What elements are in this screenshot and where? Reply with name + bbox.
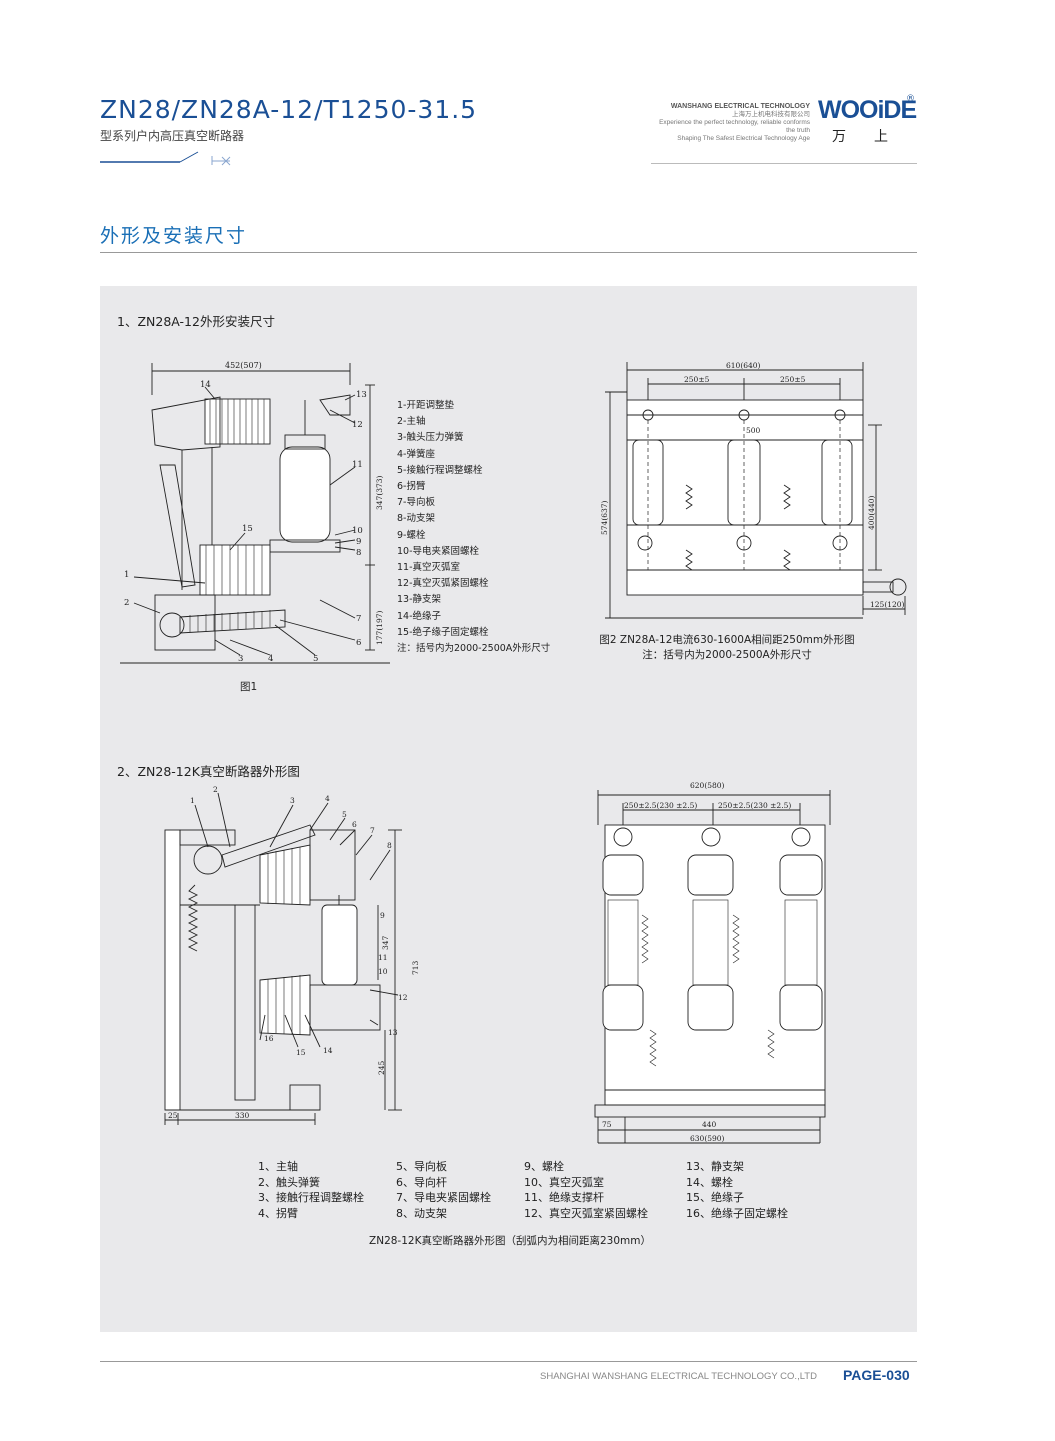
svg-text:12: 12: [352, 420, 363, 430]
fig-caption-part2: ZN28-12K真空断路器外形图（刮弧内为相间距离230mm）: [369, 1235, 651, 1247]
svg-text:15: 15: [296, 1048, 306, 1057]
title-underline: [100, 151, 231, 166]
figure1-side-view: 1 2 3 4 5 6 7 8 9 10 11 12 13 14 15 452(…: [120, 361, 390, 664]
svg-text:6: 6: [352, 820, 357, 829]
svg-text:16: 16: [264, 1034, 274, 1043]
fig1-dim-h1: 347(373): [375, 475, 384, 510]
svg-text:9: 9: [356, 537, 361, 547]
svg-text:2: 2: [124, 598, 129, 608]
fig1-dim-width: 452(507): [225, 361, 262, 370]
svg-text:7: 7: [370, 826, 375, 835]
part1-heading: 1、ZN28A-12外形安装尺寸: [117, 314, 275, 329]
section-title: 外形及安装尺寸: [100, 225, 248, 247]
svg-text:6: 6: [356, 638, 361, 648]
svg-text:12: 12: [398, 993, 408, 1002]
svg-text:11: 11: [378, 953, 388, 962]
footer-company: SHANGHAI WANSHANG ELECTRICAL TECHNOLOGY …: [540, 1371, 817, 1382]
figure2-front-view: 610(640) 250±5 250±5 500 125(120) 574(63…: [600, 361, 907, 619]
svg-text:1: 1: [124, 570, 129, 580]
svg-text:13: 13: [388, 1028, 398, 1037]
svg-text:11: 11: [352, 460, 363, 470]
fig4-dim-pitch-left: 250±2.5(230 ±2.5): [624, 801, 697, 810]
part2-heading: 2、ZN28-12K真空断路器外形图: [117, 764, 300, 779]
fig2-dim-pitch-right: 250±5: [780, 375, 806, 384]
svg-text:5: 5: [313, 654, 318, 664]
svg-text:3: 3: [238, 654, 243, 664]
fig3-dim-h3: 245: [377, 1060, 386, 1075]
fig1-label: 图1: [240, 681, 258, 693]
fig3-dim-h2: 713: [411, 960, 420, 975]
product-title: ZN28/ZN28A-12/T1250-31.5: [100, 95, 478, 124]
fig3-dim-w2: 330: [235, 1111, 250, 1120]
fig4-dim-pitch-right: 250±2.5(230 ±2.5): [718, 801, 791, 810]
product-subtitle: 型系列户内高压真空断路器: [100, 129, 245, 143]
brand-tagline: WANSHANG ELECTRICAL TECHNOLOGY 上海万上机电科技有…: [659, 103, 810, 142]
fig1-dim-h2: 177(197): [375, 610, 384, 645]
fig2-dim-width: 610(640): [726, 361, 761, 370]
svg-text:5: 5: [342, 810, 347, 819]
svg-text:15: 15: [242, 524, 253, 534]
fig2-dim-height: 574(637): [600, 500, 609, 535]
svg-text:13: 13: [356, 390, 367, 400]
fig4-dim-w2: 440: [702, 1120, 717, 1129]
svg-text:10: 10: [352, 526, 363, 536]
fig3-dim-h1: 347: [381, 935, 390, 950]
header-divider: [651, 163, 917, 164]
figure1-callouts: 1 2 3 4 5 6 7 8 9 10 11 12 13 14 15: [124, 380, 367, 664]
footer-divider: [100, 1361, 917, 1362]
svg-text:3: 3: [290, 796, 295, 805]
registered-mark: ®: [906, 94, 915, 104]
svg-text:14: 14: [323, 1046, 333, 1055]
fig4-dim-w1: 75: [602, 1120, 612, 1129]
svg-text:4: 4: [268, 654, 273, 664]
svg-text:14: 14: [200, 380, 211, 390]
svg-text:8: 8: [356, 548, 361, 558]
svg-text:4: 4: [325, 794, 330, 803]
figure3-side-view: 1 2 3 4 5 6 7 8 9 10 11 12 13 14 15 16 3…: [164, 785, 420, 1125]
figure4-front-view: 620(580) 250±2.5(230 ±2.5) 250±2.5(230 ±…: [594, 781, 831, 1144]
svg-text:8: 8: [387, 841, 392, 850]
svg-text:9: 9: [380, 911, 385, 920]
fig2-dim-inner: 500: [746, 426, 761, 435]
section-divider: [100, 252, 917, 253]
fig2-dim-inner-height: 400(440): [867, 495, 876, 530]
fig4-dim-width-bottom: 630(590): [690, 1134, 725, 1143]
fig2-caption: 图2 ZN28A-12电流630-1600A相间距250mm外形图 注：括号内为…: [599, 634, 855, 661]
brand-logo-cn: 万上: [832, 129, 916, 145]
page-number: PAGE-030: [843, 1367, 910, 1383]
brand-logo: WOOiDE: [818, 96, 917, 124]
svg-text:7: 7: [356, 614, 361, 624]
svg-text:2: 2: [213, 785, 218, 794]
fig2-dim-pitch-left: 250±5: [684, 375, 710, 384]
svg-text:1: 1: [190, 796, 195, 805]
fig3-dim-w1: 25: [168, 1111, 178, 1120]
fig2-dim-side: 125(120): [870, 600, 905, 609]
fig4-dim-width: 620(580): [690, 781, 725, 790]
svg-text:10: 10: [378, 967, 388, 976]
